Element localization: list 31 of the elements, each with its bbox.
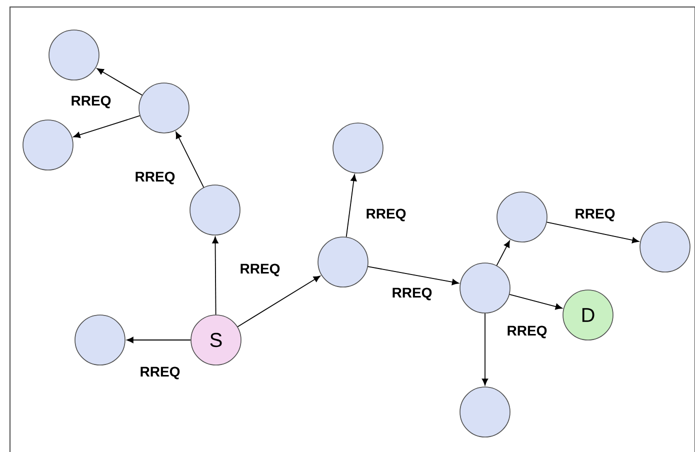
node-circle bbox=[74, 314, 126, 366]
node-circle bbox=[496, 192, 548, 242]
edge-label: RREQ bbox=[390, 286, 434, 302]
arrow bbox=[212, 236, 218, 316]
arrow bbox=[346, 174, 357, 238]
node-circle bbox=[460, 262, 510, 314]
arrow bbox=[96, 68, 143, 96]
edge-label: RREQ bbox=[364, 208, 408, 222]
node-circle bbox=[332, 122, 384, 174]
edge-label: RREQ bbox=[70, 94, 112, 110]
edge-label: RREQ bbox=[574, 208, 616, 222]
arrow bbox=[73, 115, 140, 138]
arrow bbox=[237, 276, 320, 328]
node-circle bbox=[138, 82, 190, 134]
arrow bbox=[482, 312, 488, 386]
arrow bbox=[546, 222, 640, 244]
arrow bbox=[126, 336, 192, 344]
node-circle bbox=[460, 386, 510, 438]
edge-label: RREQ bbox=[134, 170, 176, 186]
node-circle bbox=[190, 184, 240, 236]
arrow bbox=[368, 266, 459, 286]
arrow bbox=[176, 132, 204, 188]
edge-label: RREQ bbox=[506, 324, 548, 340]
arrow bbox=[496, 240, 510, 266]
edge-label: RREQ bbox=[138, 366, 182, 380]
node-circle bbox=[22, 120, 74, 170]
edge-label: RREQ bbox=[238, 262, 282, 278]
node-circle bbox=[318, 236, 368, 288]
node-circle bbox=[640, 222, 690, 272]
arrow bbox=[509, 294, 562, 310]
node-circle bbox=[48, 30, 100, 80]
